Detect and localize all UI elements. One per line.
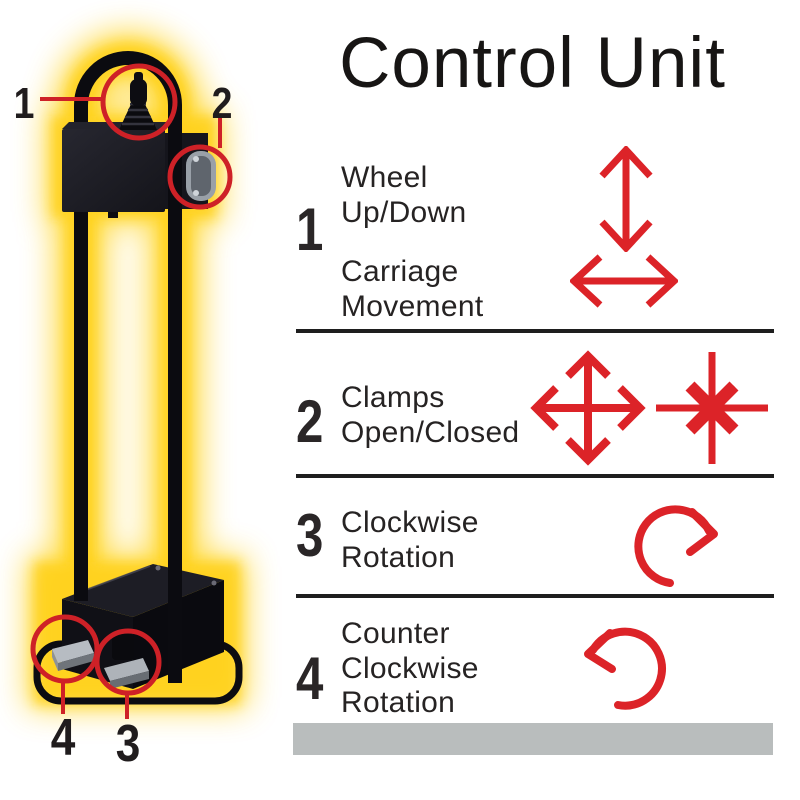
section-divider-3	[296, 594, 774, 598]
legend-row-4-label: Counter Clockwise Rotation	[341, 617, 479, 721]
label-line: Rotation	[341, 540, 456, 574]
label-line: Clockwise	[341, 651, 479, 685]
legend-row-2-number: 2	[296, 388, 324, 455]
joystick	[119, 72, 157, 130]
machine-photo: 1 2 3 4	[0, 0, 290, 800]
legend-row-3-number: 3	[296, 502, 324, 569]
label-line: Carriage	[341, 255, 459, 288]
device-callout-number-4: 4	[50, 709, 76, 767]
legend-row-1-number: 1	[296, 196, 324, 263]
legend-row-1-label-a: Wheel Up/Down	[341, 161, 466, 230]
legend-row-3-label: Clockwise Rotation	[341, 506, 479, 575]
section-divider-2	[296, 474, 774, 478]
hand-wheel	[186, 151, 216, 201]
page-title: Control Unit	[339, 24, 726, 103]
label-line: Clockwise	[341, 506, 479, 539]
label-line: Open/Closed	[341, 415, 520, 449]
callout-circle-2	[167, 144, 233, 210]
device-callout-number-1: 1	[13, 79, 35, 128]
up-down-arrow-icon	[599, 146, 653, 252]
legend-row-4-number: 4	[296, 645, 324, 712]
left-right-arrow-icon	[570, 254, 678, 308]
foot-pedal-left	[52, 640, 94, 671]
callout-circle-1	[100, 63, 178, 141]
label-line: Rotation	[341, 686, 456, 719]
callout-marks	[30, 63, 233, 719]
four-way-expand-arrow-icon	[530, 350, 646, 466]
device-callout-number-2: 2	[211, 79, 233, 128]
legend-row-2-label: Clamps Open/Closed	[341, 381, 519, 450]
section-divider-1	[296, 329, 774, 333]
converging-arrows-icon	[656, 352, 768, 464]
machine-illustration	[28, 32, 246, 719]
clockwise-rotation-arrow-icon	[634, 505, 718, 587]
label-line: Clamps	[341, 381, 445, 414]
counterclockwise-rotation-arrow-icon	[584, 627, 666, 710]
label-line: Up/Down	[341, 195, 467, 229]
footer-gray-bar	[293, 723, 773, 755]
label-line: Movement	[341, 289, 484, 323]
legend-row-1-label-b: Carriage Movement	[341, 255, 483, 324]
label-line: Counter	[341, 617, 450, 650]
label-line: Wheel	[341, 161, 428, 194]
foot-pedal-right	[104, 634, 149, 689]
device-callout-number-3: 3	[115, 715, 141, 773]
